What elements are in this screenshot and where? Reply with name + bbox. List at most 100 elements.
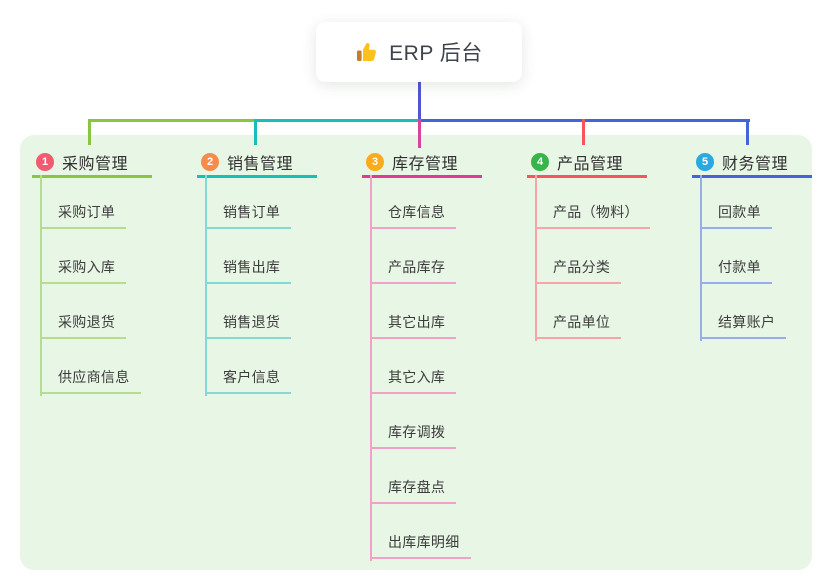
child-node[interactable]: 出库库明细 <box>370 532 471 559</box>
drop-line-branch4 <box>582 119 585 145</box>
child-row: 采购退货 <box>40 284 141 339</box>
child-row: 产品分类 <box>535 229 650 284</box>
branch-spine-line <box>370 175 372 561</box>
child-node-label: 采购退货 <box>58 314 116 330</box>
branch-number-badge: 1 <box>36 153 54 171</box>
child-row: 销售退货 <box>205 284 292 339</box>
child-node[interactable]: 回款单 <box>700 202 772 229</box>
drop-line-branch3 <box>418 119 421 148</box>
drop-line-branch5 <box>746 119 749 145</box>
child-node-label: 仓库信息 <box>388 204 446 220</box>
child-row: 库存盘点 <box>370 449 471 504</box>
root-node-erp-backend[interactable]: ERP 后台 <box>316 22 522 82</box>
root-node-label: ERP 后台 <box>389 42 483 65</box>
child-row: 产品（物料） <box>535 174 650 229</box>
branch-spine-line <box>40 175 42 396</box>
branch-children: 仓库信息 产品库存 其它出库 其它入库 库存调拨 库存盘点 <box>370 174 471 559</box>
child-node[interactable]: 产品（物料） <box>535 202 650 229</box>
child-node[interactable]: 产品单位 <box>535 312 622 339</box>
child-node[interactable]: 采购订单 <box>40 202 127 229</box>
child-row: 出库库明细 <box>370 504 471 559</box>
child-row: 仓库信息 <box>370 174 471 229</box>
branch-number-badge: 3 <box>366 153 384 171</box>
branch-header-inventory[interactable]: 3 库存管理 <box>362 149 482 178</box>
child-node-label: 产品分类 <box>553 259 611 275</box>
branch-spine-line <box>535 175 537 341</box>
child-node-label: 其它入库 <box>388 369 446 385</box>
branch-label: 采购管理 <box>62 156 129 173</box>
child-row: 供应商信息 <box>40 339 141 394</box>
branch-label: 财务管理 <box>722 156 789 173</box>
child-row: 其它入库 <box>370 339 471 394</box>
child-node[interactable]: 仓库信息 <box>370 202 457 229</box>
child-node-label: 销售出库 <box>223 259 281 275</box>
branch-label: 库存管理 <box>392 156 459 173</box>
child-node[interactable]: 付款单 <box>700 257 772 284</box>
child-node[interactable]: 产品分类 <box>535 257 622 284</box>
bus-segment-branch2 <box>255 119 420 122</box>
child-node-label: 供应商信息 <box>58 369 130 385</box>
child-node-label: 结算账户 <box>718 314 776 330</box>
branch-number-badge: 2 <box>201 153 219 171</box>
child-row: 客户信息 <box>205 339 292 394</box>
child-node[interactable]: 库存盘点 <box>370 477 457 504</box>
child-row: 销售订单 <box>205 174 292 229</box>
child-node-label: 回款单 <box>718 204 761 220</box>
child-node[interactable]: 其它出库 <box>370 312 457 339</box>
drop-line-branch2 <box>254 119 257 145</box>
child-node-label: 产品（物料） <box>553 204 639 220</box>
child-node-label: 产品库存 <box>388 259 446 275</box>
child-node[interactable]: 产品库存 <box>370 257 457 284</box>
branch-children: 采购订单 采购入库 采购退货 供应商信息 <box>40 174 141 394</box>
mindmap-background-panel <box>20 135 812 570</box>
drop-line-branch1 <box>88 119 91 145</box>
root-vertical-line <box>418 82 421 121</box>
branch-label: 销售管理 <box>227 156 294 173</box>
branch-header-purchase[interactable]: 1 采购管理 <box>32 149 152 178</box>
child-node-label: 销售订单 <box>223 204 281 220</box>
branch-spine-line <box>205 175 207 396</box>
child-node-label: 其它出库 <box>388 314 446 330</box>
child-node[interactable]: 供应商信息 <box>40 367 141 394</box>
thumbs-up-icon <box>355 40 379 64</box>
child-row: 产品库存 <box>370 229 471 284</box>
branch-label: 产品管理 <box>557 156 624 173</box>
child-node[interactable]: 库存调拨 <box>370 422 457 449</box>
child-node-label: 客户信息 <box>223 369 281 385</box>
child-row: 采购订单 <box>40 174 141 229</box>
child-node[interactable]: 其它入库 <box>370 367 457 394</box>
child-node[interactable]: 销售出库 <box>205 257 292 284</box>
branch-header-finance[interactable]: 5 财务管理 <box>692 149 812 178</box>
child-row: 付款单 <box>700 229 786 284</box>
child-node-label: 库存调拨 <box>388 424 446 440</box>
child-node[interactable]: 采购入库 <box>40 257 127 284</box>
branch-spine-line <box>700 175 702 341</box>
child-node-label: 出库库明细 <box>388 534 460 550</box>
child-row: 销售出库 <box>205 229 292 284</box>
child-node[interactable]: 结算账户 <box>700 312 787 339</box>
branch-children: 销售订单 销售出库 销售退货 客户信息 <box>205 174 292 394</box>
branch-header-sales[interactable]: 2 销售管理 <box>197 149 317 178</box>
child-row: 库存调拨 <box>370 394 471 449</box>
child-node-label: 采购入库 <box>58 259 116 275</box>
branch-children: 回款单 付款单 结算账户 <box>700 174 787 339</box>
child-node-label: 库存盘点 <box>388 479 446 495</box>
branch-number-badge: 5 <box>696 153 714 171</box>
branch-children: 产品（物料） 产品分类 产品单位 <box>535 174 650 339</box>
child-node[interactable]: 客户信息 <box>205 367 292 394</box>
branch-number-badge: 4 <box>531 153 549 171</box>
bus-segment-branch1 <box>89 119 257 122</box>
branch-header-product[interactable]: 4 产品管理 <box>527 149 647 178</box>
child-node[interactable]: 销售订单 <box>205 202 292 229</box>
child-node-label: 付款单 <box>718 259 761 275</box>
child-node-label: 采购订单 <box>58 204 116 220</box>
child-row: 产品单位 <box>535 284 650 339</box>
child-row: 回款单 <box>700 174 786 229</box>
child-node[interactable]: 采购退货 <box>40 312 127 339</box>
child-row: 结算账户 <box>700 284 787 339</box>
child-node[interactable]: 销售退货 <box>205 312 292 339</box>
child-node-label: 销售退货 <box>223 314 281 330</box>
child-row: 采购入库 <box>40 229 141 284</box>
child-row: 其它出库 <box>370 284 471 339</box>
